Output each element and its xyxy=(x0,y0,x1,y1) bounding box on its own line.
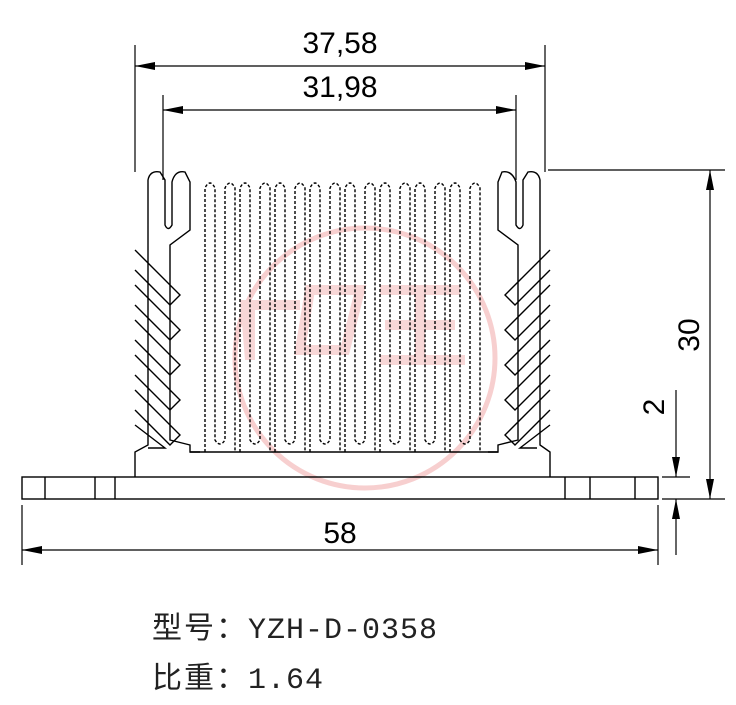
dim-height: 30 xyxy=(673,318,706,351)
left-wall xyxy=(134,170,200,477)
right-wall xyxy=(488,170,551,477)
internal-fins xyxy=(204,182,481,452)
heatsink-profile xyxy=(21,170,659,500)
dim-base-width: 58 xyxy=(323,517,356,550)
weight-label: 比重： xyxy=(152,661,248,696)
weight-value: 1.64 xyxy=(248,664,325,698)
model-caption: 型号：YZH-D-0358 xyxy=(152,603,438,648)
weight-caption: 比重：1.64 xyxy=(152,653,324,698)
dim-base-thickness: 2 xyxy=(638,399,671,416)
model-value: YZH-D-0358 xyxy=(248,614,439,648)
dimension-lines xyxy=(21,45,725,565)
model-label: 型号： xyxy=(152,611,248,646)
dim-outer-width: 37,58 xyxy=(302,27,377,60)
dim-inner-width: 31,98 xyxy=(302,71,377,104)
base-plate xyxy=(21,476,659,500)
